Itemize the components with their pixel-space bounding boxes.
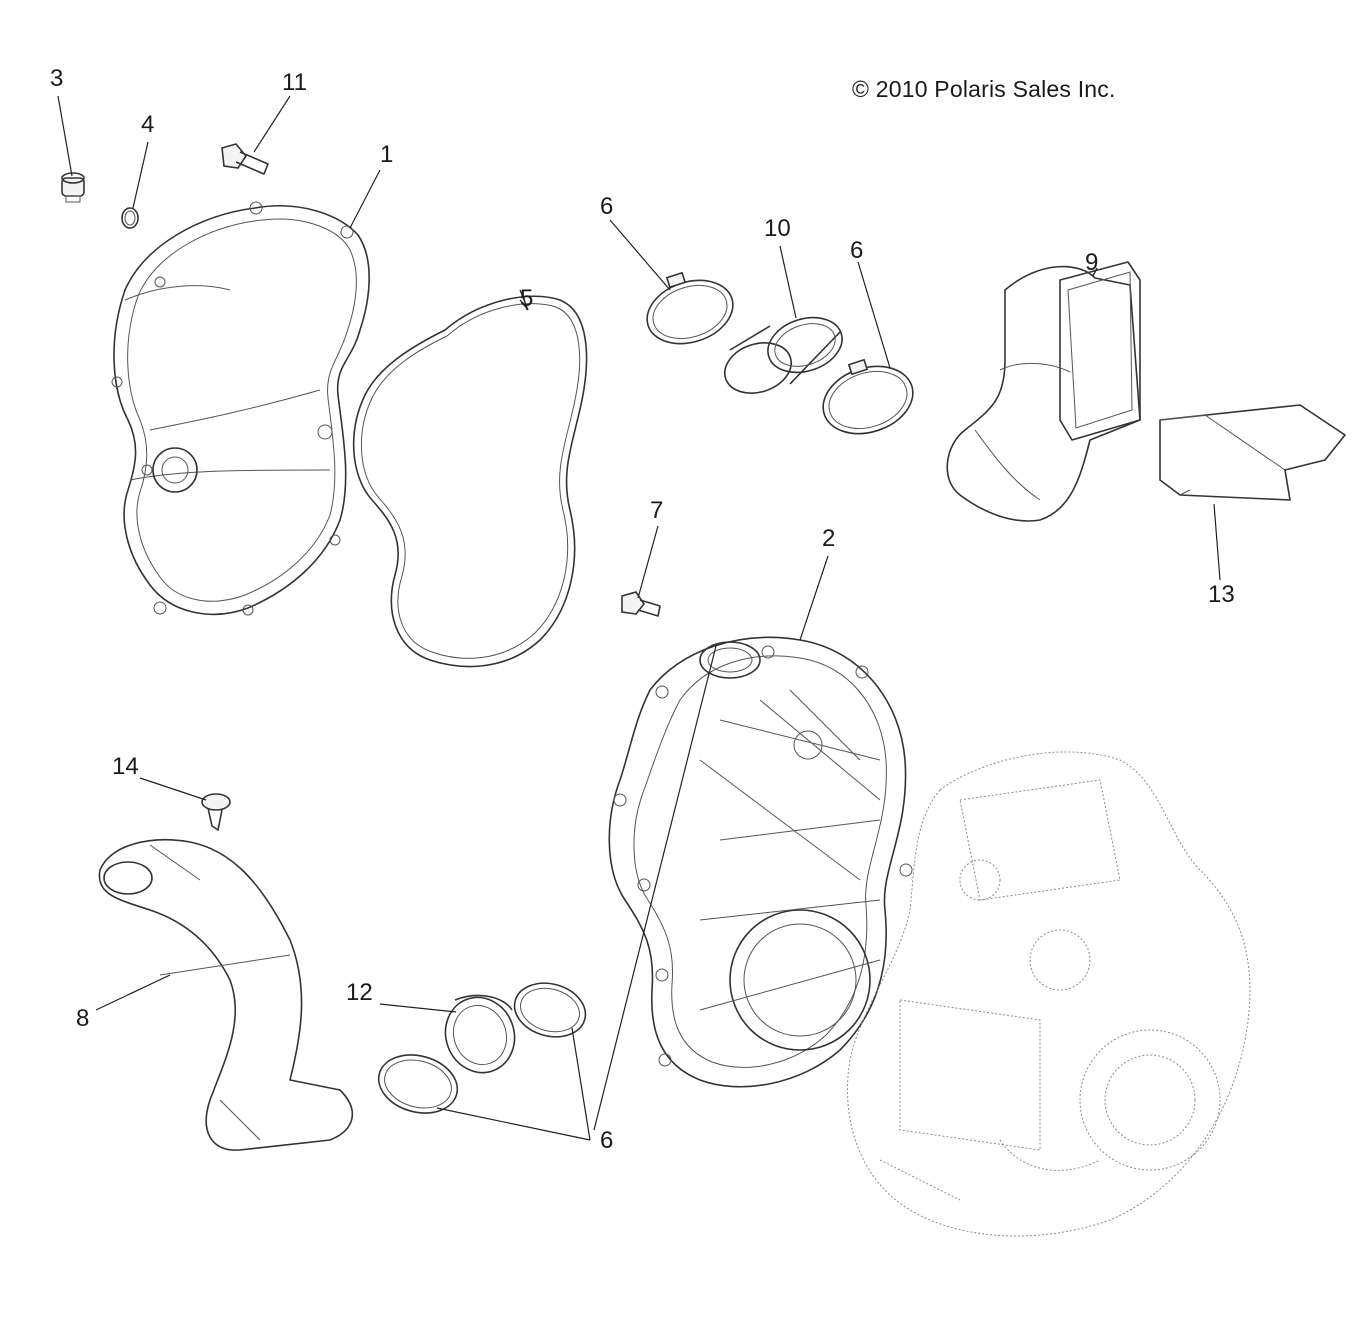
engine-reference-ghost [847, 751, 1251, 1237]
part-5-gasket [352, 295, 588, 668]
part-12-coupler-ring [444, 994, 516, 1074]
copyright-notice: © 2010 Polaris Sales Inc. [852, 76, 1116, 102]
part-9-intake-duct [946, 261, 1141, 522]
part-6-clamp-top-right [822, 358, 914, 435]
callout-3: 3 [50, 65, 63, 92]
leader-lines [57, 95, 1221, 1141]
part-3-plug [61, 172, 85, 203]
callout-2: 2 [822, 525, 835, 552]
callout-4: 4 [141, 111, 154, 138]
callout-5: 5 [520, 285, 533, 312]
callout-1: 1 [380, 141, 393, 168]
part-6-clamp-bottom-left [377, 1054, 459, 1114]
callout-10: 10 [764, 215, 791, 242]
callout-numbers: 3 4 11 1 5 6 10 6 9 13 7 2 14 8 12 6 [50, 65, 1235, 1154]
callout-8: 8 [76, 1005, 89, 1032]
part-8-exhaust-duct [98, 839, 354, 1151]
part-6-clamp-top-left [646, 271, 734, 345]
callout-6-top-right: 6 [850, 237, 863, 264]
part-11-bolt [221, 143, 269, 175]
part-7-bolt [621, 591, 661, 617]
part-10-coupler [724, 316, 843, 394]
callout-6-bottom: 6 [600, 1127, 613, 1154]
part-4-o-ring [121, 207, 139, 229]
part-1-outer-clutch-cover [111, 201, 370, 616]
callout-9: 9 [1085, 249, 1098, 276]
callout-12: 12 [346, 979, 373, 1006]
part-2-inner-clutch-cover [608, 636, 913, 1088]
callout-11: 11 [282, 69, 307, 96]
part-13-duct-cover [1159, 404, 1346, 501]
callout-14: 14 [112, 753, 139, 780]
callout-7: 7 [650, 497, 663, 524]
part-14-push-rivet [201, 793, 231, 831]
callout-13: 13 [1208, 581, 1235, 608]
callout-6-top-left: 6 [600, 193, 613, 220]
part-6-clamp-bottom-right [513, 982, 587, 1038]
